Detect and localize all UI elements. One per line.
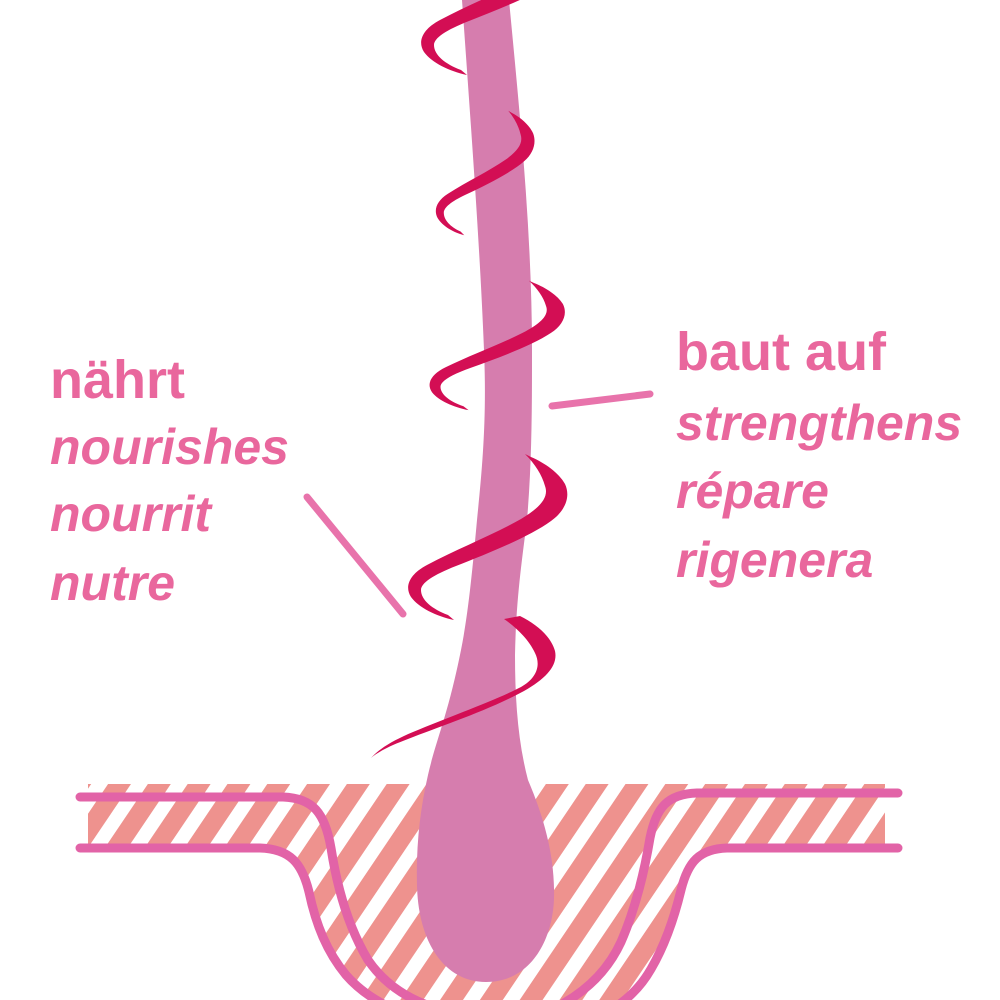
- hair-shaft-and-bulb: [416, 0, 555, 982]
- right-label-line-1: baut auf: [676, 322, 887, 382]
- ribbon-coil-5: [371, 616, 556, 758]
- follicle-wall-outer-left: [75, 843, 386, 1000]
- follicle-wall-outer-right: [617, 843, 903, 1000]
- spiral-ribbon: [371, 0, 581, 758]
- right-label-line-3: répare: [676, 463, 829, 519]
- right-label-line-2: strengthens: [676, 395, 962, 451]
- right-label-line-4: rigenera: [676, 532, 873, 588]
- right-callout-line: [548, 390, 654, 410]
- left-label-line-4: nutre: [50, 555, 175, 611]
- left-label-line-2: nourishes: [50, 419, 289, 475]
- left-label-line-1: nährt: [50, 350, 185, 410]
- left-label-block: nährt nourishes nourrit nutre: [50, 350, 289, 611]
- left-callout-line: [303, 493, 407, 618]
- left-label-line-3: nourrit: [50, 486, 213, 542]
- callout-lines: [303, 390, 654, 618]
- follicle-outlines: [75, 788, 903, 1000]
- follicle-wall-inner-right: [560, 788, 903, 1000]
- right-label-block: baut auf strengthens répare rigenera: [676, 322, 962, 588]
- follicle-wall-inner-left: [75, 792, 427, 1000]
